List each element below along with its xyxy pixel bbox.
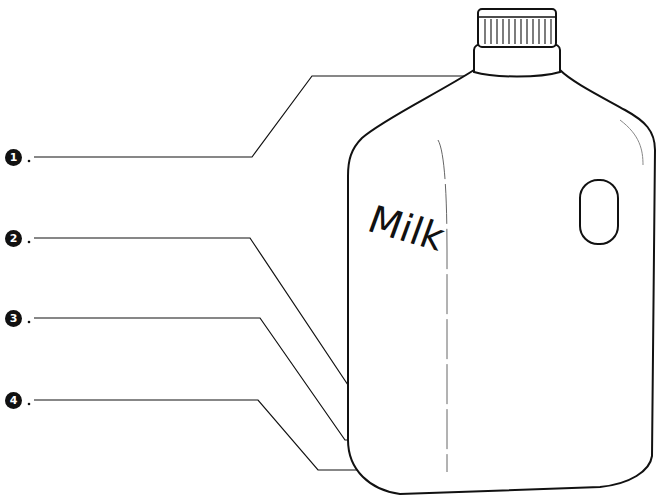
jug-handle (580, 180, 618, 244)
period-dot (28, 241, 31, 244)
panel-line (438, 140, 447, 472)
jug-cap (478, 9, 556, 47)
callout-number: 2 (5, 230, 22, 247)
jug-outline (348, 9, 655, 494)
callout-number: 3 (5, 310, 22, 327)
callout-number: 1 (5, 149, 22, 166)
callout-number: 4 (5, 392, 22, 409)
cap-ridges (485, 19, 551, 44)
jug-neck (474, 44, 560, 77)
period-dot (28, 321, 31, 324)
period-dot (28, 403, 31, 406)
shoulder-line (620, 120, 643, 165)
period-dot (28, 160, 31, 163)
jug-body (348, 70, 655, 494)
